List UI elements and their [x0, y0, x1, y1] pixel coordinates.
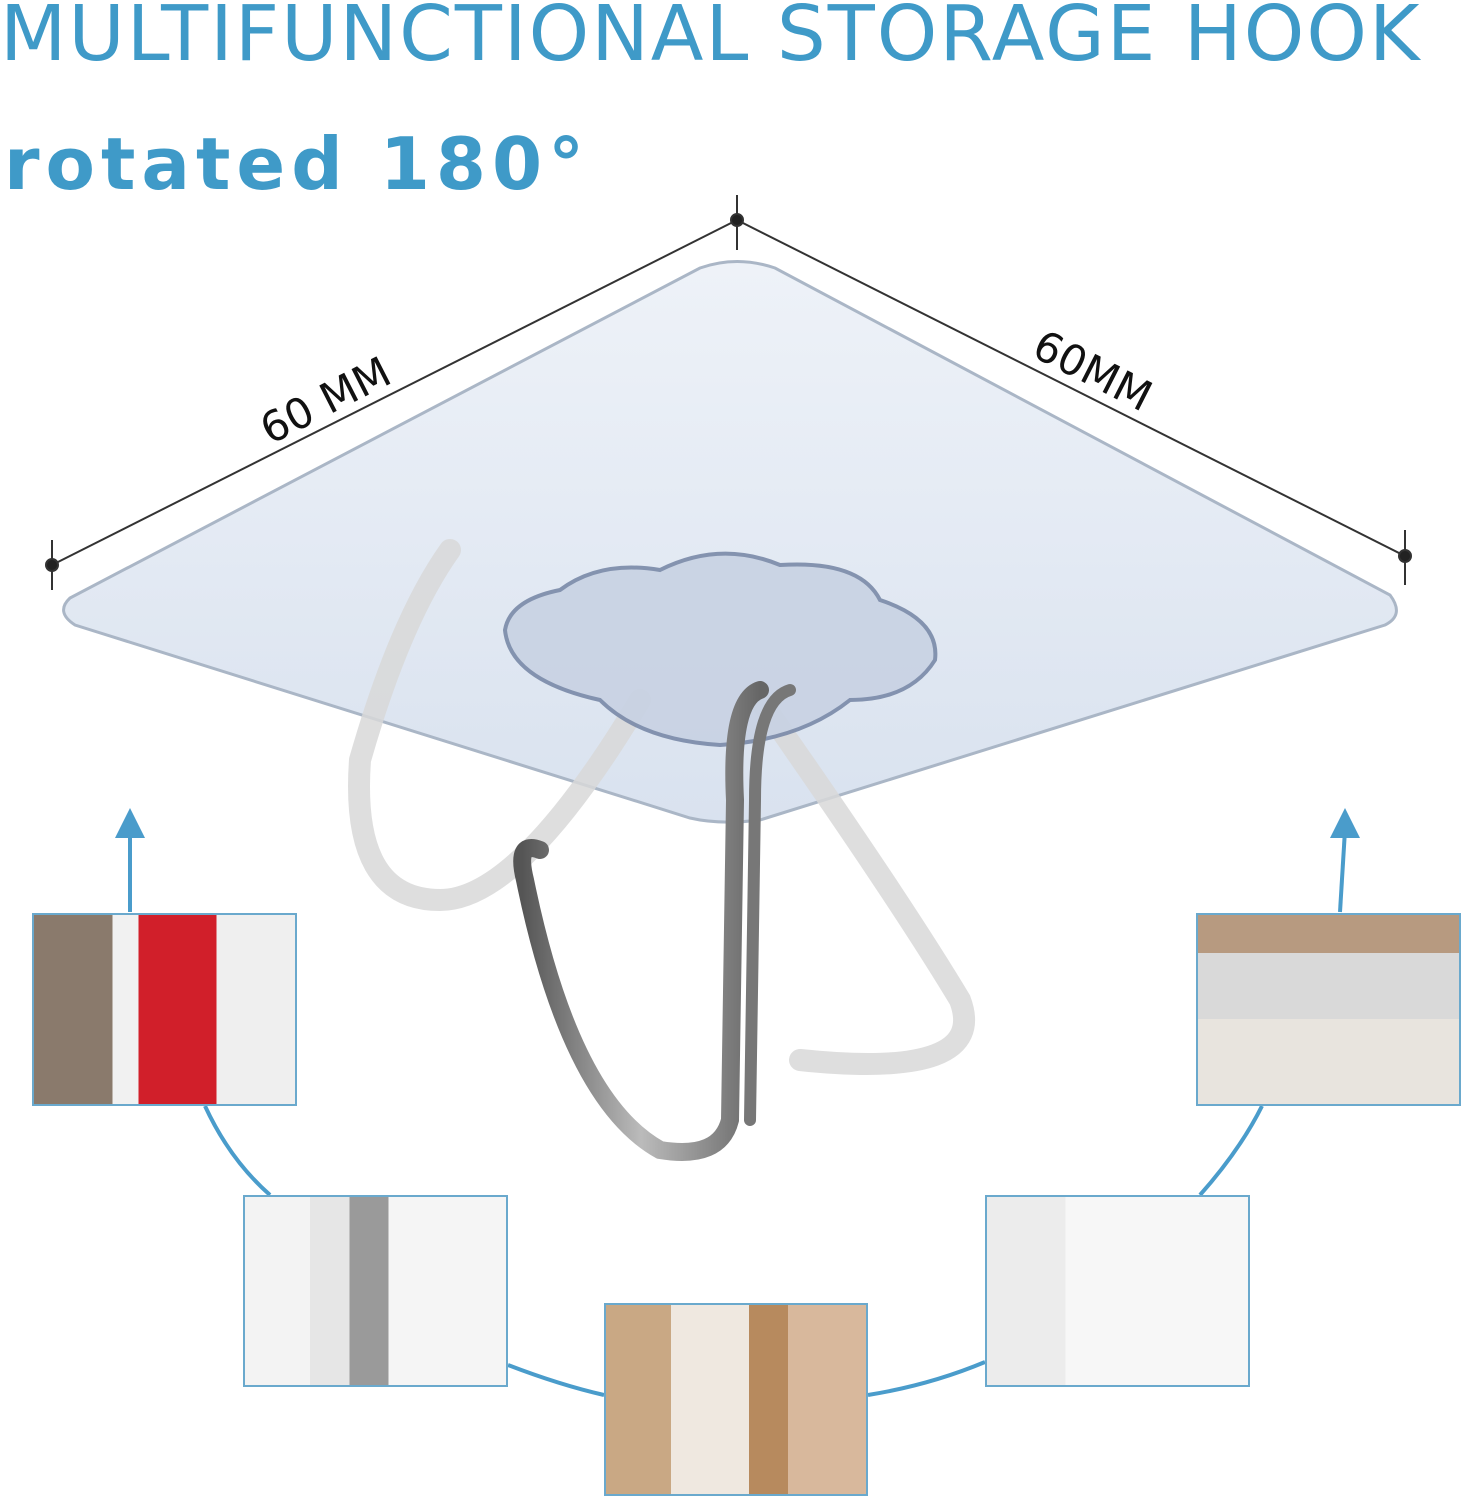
steel-hook [513, 681, 796, 1161]
dimension-lines [45, 195, 1412, 590]
product-subtitle: rotated 180° [4, 122, 591, 206]
connector-lines [128, 829, 1347, 1397]
scene-towel-and-watch [985, 1195, 1250, 1387]
hook-base [502, 551, 938, 748]
product-title: MULTIFUNCTIONAL STORAGE HOOK [0, 0, 1422, 79]
scene-kitchen-utensils [1196, 913, 1461, 1106]
scene-coats-and-bags [32, 913, 297, 1106]
arrow-up-right-icon [1330, 808, 1360, 838]
scene-oven-mitt [243, 1195, 508, 1387]
arrow-up-left-icon [115, 808, 145, 838]
ghost-hooks [348, 539, 976, 1075]
scene-cables-on-furniture [604, 1303, 868, 1496]
right-dimension-label: 60MM [1025, 320, 1159, 421]
